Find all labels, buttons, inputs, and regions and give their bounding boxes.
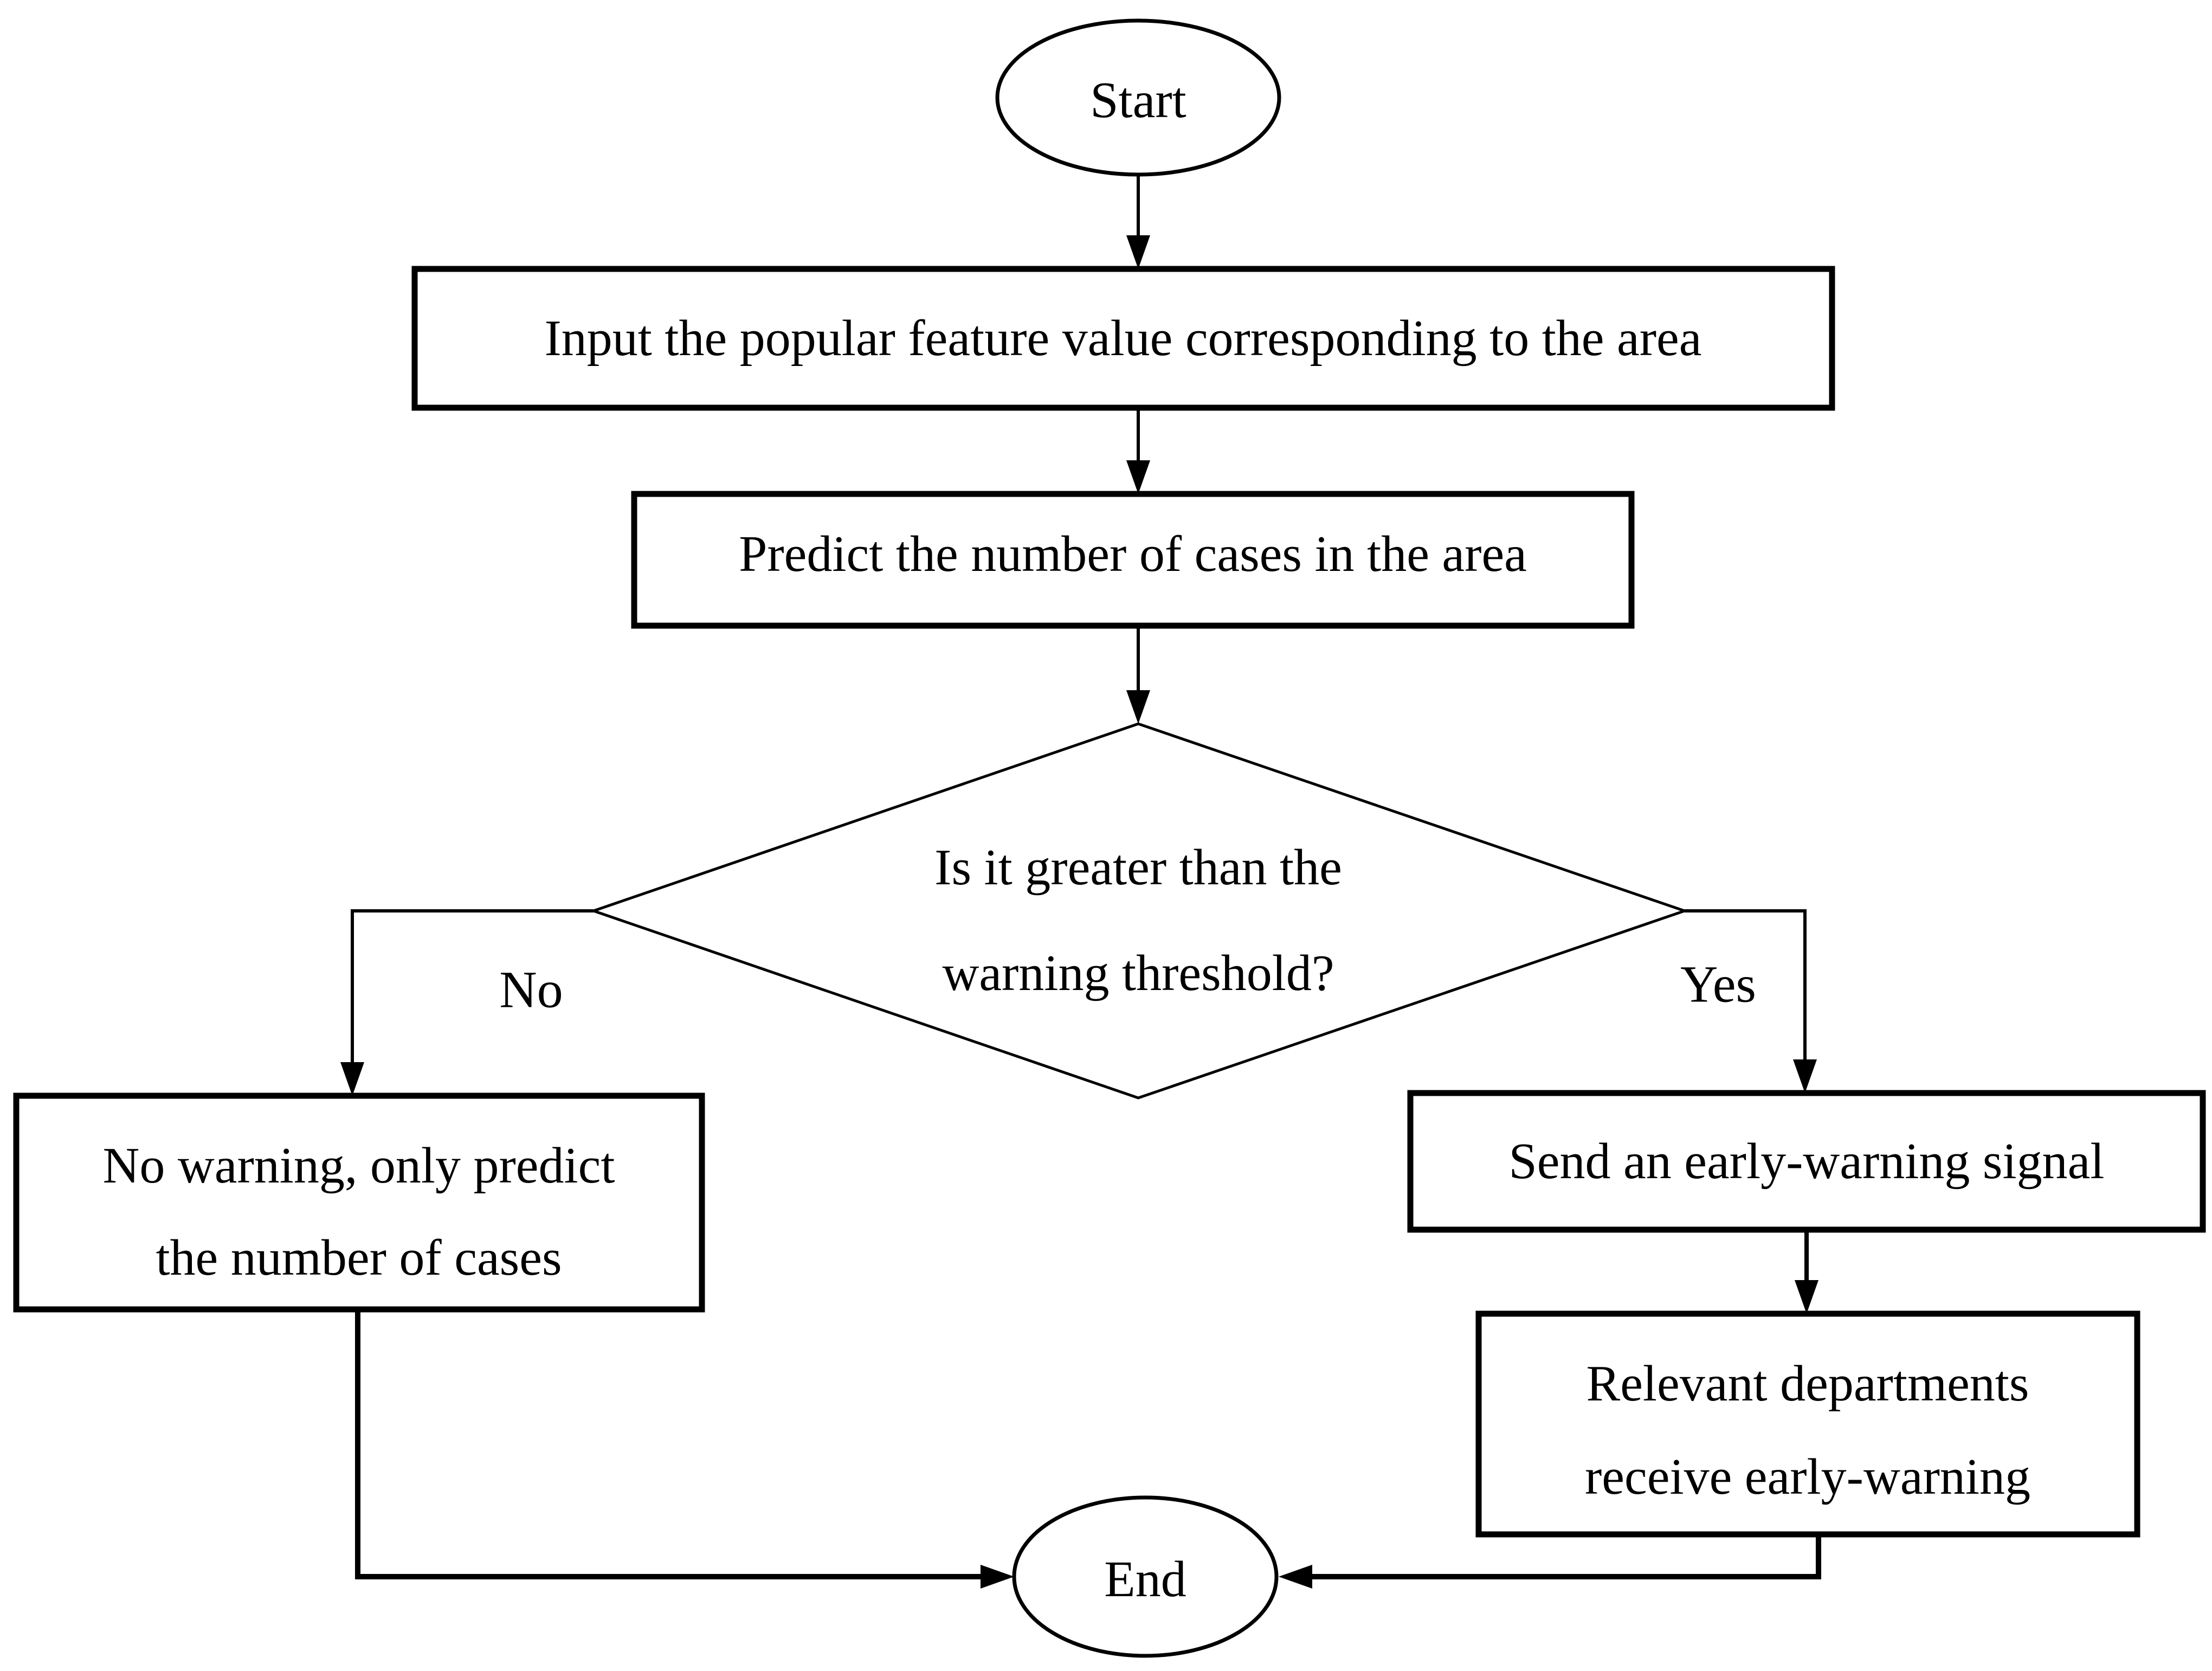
input-label: Input the popular feature value correspo…: [544, 310, 1701, 367]
arrowhead-down-icon: [1126, 235, 1150, 269]
predict-label: Predict the number of cases in the area: [739, 526, 1527, 582]
start-label: Start: [1090, 72, 1186, 128]
arrowhead-down-icon: [1795, 1280, 1818, 1314]
connector-no-warning-to-end: [355, 1309, 1014, 1589]
connector-relevant-to-end: [1279, 1534, 1821, 1589]
connector-decision-yes-branch: [1685, 909, 1817, 1093]
arrowhead-down-icon: [340, 1062, 364, 1096]
no-warning-node: No warning, only predict the number of c…: [13, 1092, 705, 1313]
arrowhead-down-icon: [1793, 1059, 1817, 1093]
predict-node: Predict the number of cases in the area: [631, 491, 1635, 629]
relevant-departments-label-line2: receive early-warning: [1585, 1449, 2030, 1505]
no-warning-label-line2: the number of cases: [156, 1230, 562, 1286]
arrowhead-down-icon: [1126, 690, 1150, 724]
relevant-departments-label-line1: Relevant departments: [1587, 1355, 2029, 1412]
edge-label-yes: Yes: [1680, 955, 1756, 1013]
arrowhead-down-icon: [1126, 460, 1150, 494]
connector-start-to-input: [1126, 175, 1150, 269]
decision-label-line1: Is it greater than the: [934, 839, 1342, 896]
end-label: End: [1104, 1551, 1186, 1608]
arrowhead-left-icon: [1279, 1565, 1312, 1589]
no-warning-label-line1: No warning, only predict: [102, 1137, 615, 1194]
send-signal-node: Send an early-warning signal: [1407, 1090, 2206, 1233]
connector-input-to-predict: [1126, 408, 1150, 494]
connector-predict-to-decision: [1126, 626, 1150, 724]
connector-send-to-relevant: [1795, 1230, 1818, 1314]
start-node: Start: [995, 18, 1281, 177]
edge-label-no: No: [499, 961, 563, 1019]
send-signal-label: Send an early-warning signal: [1509, 1133, 2105, 1190]
arrowhead-right-icon: [981, 1565, 1014, 1589]
input-node: Input the popular feature value correspo…: [411, 266, 1835, 411]
connector-decision-no-branch: [340, 909, 594, 1096]
relevant-departments-node: Relevant departments receive early-warni…: [1475, 1310, 2140, 1538]
decision-node: Is it greater than the warning threshold…: [589, 722, 1689, 1100]
decision-label-line2: warning threshold?: [942, 945, 1334, 1001]
end-node: End: [1012, 1495, 1279, 1658]
